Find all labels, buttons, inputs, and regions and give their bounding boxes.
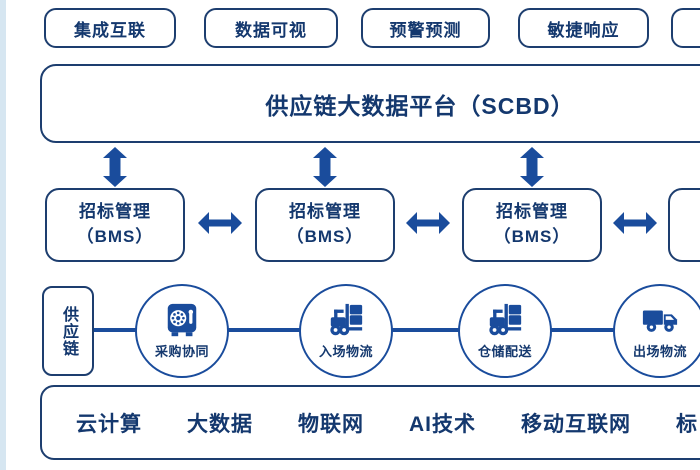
stage-circle-procurement: 采购协同 bbox=[135, 284, 229, 378]
bms-label-line1: 招标管理 bbox=[289, 202, 361, 222]
bms-label-line1: 招标管理 bbox=[496, 202, 568, 222]
bms-box-4-clipped bbox=[668, 188, 700, 262]
supply-chain-connector-line bbox=[94, 328, 700, 332]
capability-box-5-clipped bbox=[671, 8, 700, 48]
capability-label: 预警预测 bbox=[389, 20, 462, 40]
horizontal-double-arrow bbox=[613, 212, 657, 234]
bms-label-line1: 招标管理 bbox=[79, 202, 151, 222]
tech-item-iot: 物联网 bbox=[298, 412, 364, 436]
stage-label: 出场物流 bbox=[632, 344, 687, 359]
tech-item-mobile-internet: 移动互联网 bbox=[521, 412, 631, 436]
supply-chain-vertical-box: 供应链 bbox=[42, 286, 94, 376]
bms-label-line2: （BMS） bbox=[286, 227, 364, 246]
bms-box-3: 招标管理 （BMS） bbox=[462, 188, 602, 262]
bms-box-2: 招标管理 （BMS） bbox=[255, 188, 395, 262]
truck-icon bbox=[642, 310, 678, 332]
left-edge-strip bbox=[0, 0, 6, 470]
capability-label: 数据可视 bbox=[235, 20, 307, 40]
stage-label: 入场物流 bbox=[318, 344, 373, 359]
bms-label-line2: （BMS） bbox=[76, 227, 154, 246]
capability-label: 敏捷响应 bbox=[547, 20, 620, 40]
technology-bar: 云计算 大数据 物联网 AI技术 移动互联网 标 bbox=[40, 385, 700, 460]
vertical-double-arrow bbox=[313, 147, 337, 187]
tech-item-cloud: 云计算 bbox=[76, 412, 142, 436]
forklift-icon bbox=[330, 303, 363, 336]
bms-label-line2: （BMS） bbox=[493, 227, 571, 246]
stage-circle-inbound-logistics: 入场物流 bbox=[299, 284, 393, 378]
capability-box-2: 数据可视 bbox=[204, 8, 338, 48]
stage-label: 采购协同 bbox=[154, 344, 209, 359]
forklift-icon bbox=[489, 303, 522, 336]
tech-item-clipped: 标 bbox=[676, 412, 698, 436]
capability-label: 集成互联 bbox=[74, 20, 146, 40]
capability-box-1: 集成互联 bbox=[44, 8, 176, 48]
vertical-double-arrow bbox=[520, 147, 544, 187]
capability-box-4: 敏捷响应 bbox=[518, 8, 649, 48]
safe-icon bbox=[167, 303, 197, 337]
supply-chain-vertical-label: 供应链 bbox=[60, 305, 77, 357]
vertical-double-arrow bbox=[103, 147, 127, 187]
stage-circle-outbound-logistics: 出场物流 bbox=[613, 284, 700, 378]
stage-circle-warehousing: 仓储配送 bbox=[458, 284, 552, 378]
platform-title: 供应链大数据平台（SCBD） bbox=[265, 92, 575, 119]
horizontal-double-arrow bbox=[198, 212, 242, 234]
tech-item-ai: AI技术 bbox=[409, 412, 476, 436]
horizontal-double-arrow bbox=[406, 212, 450, 234]
capability-box-3: 预警预测 bbox=[361, 8, 490, 48]
tech-item-bigdata: 大数据 bbox=[187, 412, 253, 436]
platform-box: 供应链大数据平台（SCBD） bbox=[40, 64, 700, 143]
bms-box-1: 招标管理 （BMS） bbox=[45, 188, 185, 262]
stage-label: 仓储配送 bbox=[477, 344, 532, 359]
